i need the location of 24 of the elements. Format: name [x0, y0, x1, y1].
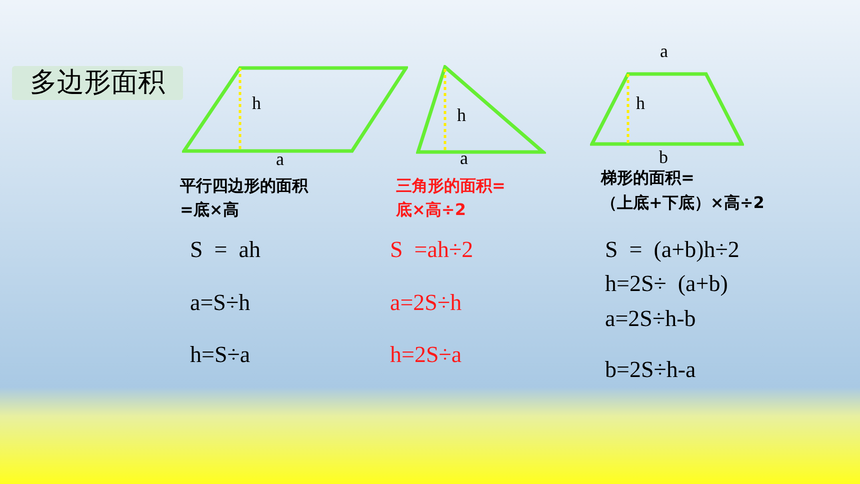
formula: a=2S÷h [390, 291, 462, 314]
formula: a=S÷h [190, 291, 250, 314]
formula: a=2S÷h-b [605, 307, 696, 330]
height-label: h [457, 106, 466, 124]
height-label: h [636, 94, 645, 112]
side-label: a [460, 149, 468, 167]
side-label: a [276, 150, 284, 168]
height-label: h [252, 94, 261, 112]
formula: S = (a+b)h÷2 [605, 238, 740, 261]
area-rule: =底×高 [180, 202, 239, 218]
area-rule: 底×高÷2 [396, 202, 466, 218]
formula: S =ah÷2 [390, 238, 474, 261]
formula: h=2S÷a [390, 343, 462, 366]
area-rule: 梯形的面积= [601, 170, 694, 186]
formula: b=2S÷h-a [605, 358, 696, 381]
area-rule: 三角形的面积= [396, 178, 506, 194]
area-rule: 平行四边形的面积 [180, 178, 308, 194]
formula: h=2S÷ (a+b) [605, 272, 728, 295]
formula: S = ah [190, 238, 260, 261]
title-banner: 多边形面积 [12, 66, 183, 100]
area-rule: （上底+下底）×高÷2 [601, 195, 764, 211]
side-label: b [659, 148, 668, 166]
side-label: a [660, 42, 668, 60]
formula: h=S÷a [190, 343, 250, 366]
